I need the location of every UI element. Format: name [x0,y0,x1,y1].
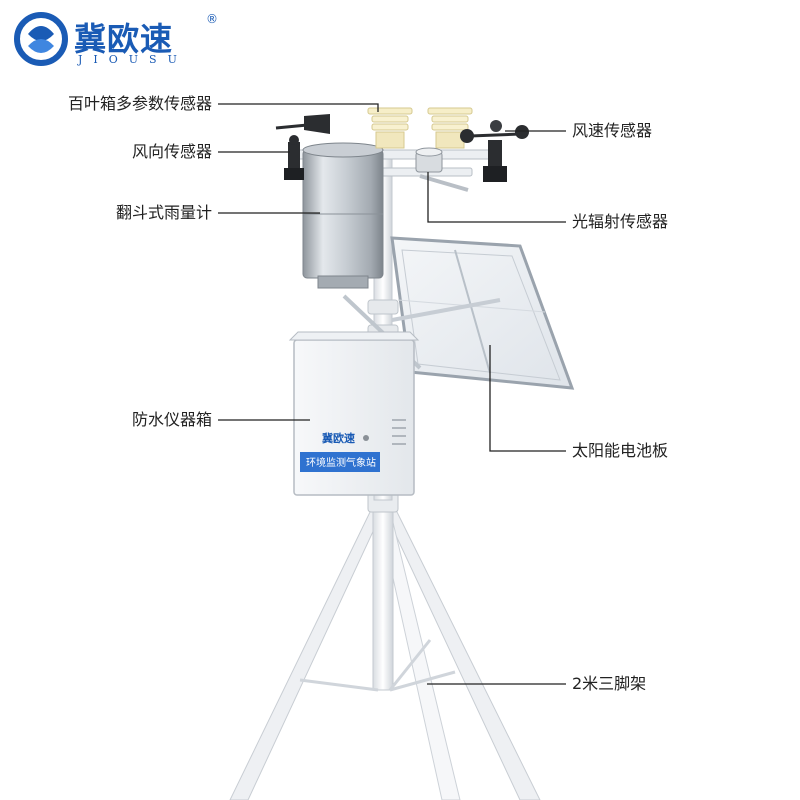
louver-box-sensor [367,107,473,149]
enclosure-brand: 冀欧速 [322,431,355,445]
wind-direction-sensor [275,114,330,180]
leader-louver-box [218,103,379,112]
label-tripod: 2米三脚架 [572,674,647,693]
brand-logo: 冀欧速 ® JIOUSU [14,10,224,70]
label-wind-speed-sensor: 风速传感器 [572,121,653,140]
label-rain-gauge: 翻斗式雨量计 [115,203,212,222]
label-louver-box-sensor: 百叶箱多参数传感器 [67,94,212,113]
brand-romanized: JIOUSU [78,53,188,66]
leader-lines [218,103,566,685]
registered-mark: ® [206,12,218,26]
brand-name: 冀欧速 [74,20,174,58]
wind-speed-sensor [460,120,529,182]
instrument-enclosure: 冀欧速 环境监测气象站 [288,331,420,496]
enclosure-title: 环境监测气象站 [306,456,376,469]
label-radiation-sensor: 光辐射传感器 [572,212,669,231]
tripod [229,489,541,800]
brand-logo-icon [14,12,68,66]
label-wind-direction-sensor: 风向传感器 [131,142,212,161]
radiation-sensor [415,147,443,173]
rain-gauge [302,142,384,289]
label-waterproof-enclosure: 防水仪器箱 [131,410,212,429]
label-solar-panel: 太阳能电池板 [572,441,669,460]
leader-solar-panel [489,345,566,452]
leader-radiation [427,172,566,223]
